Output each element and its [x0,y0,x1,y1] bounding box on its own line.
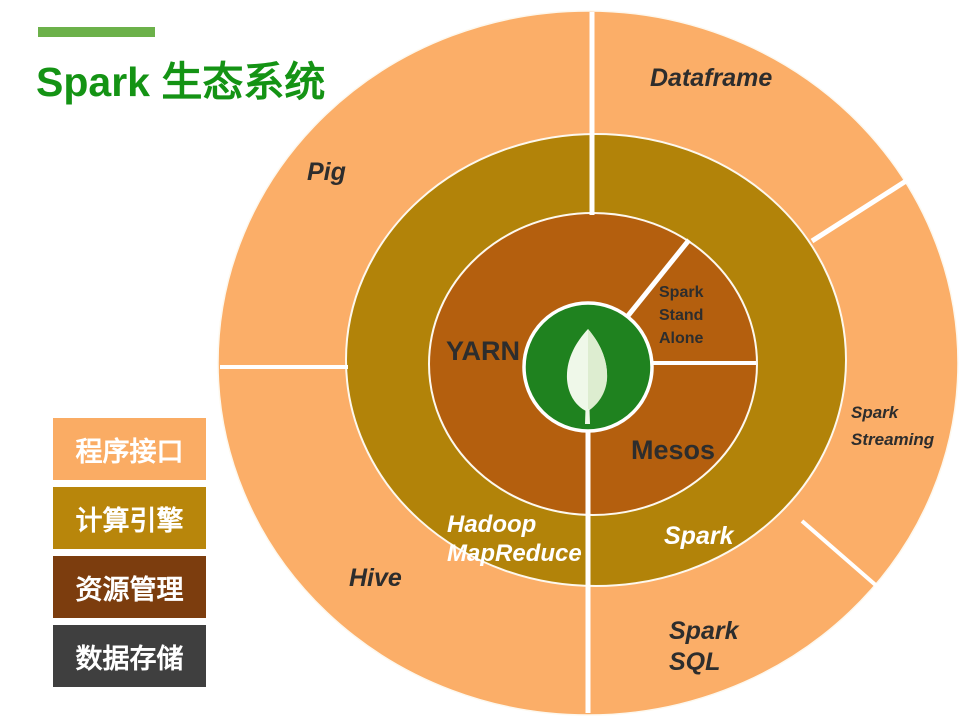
label-spark-stand-alone: Spark Stand Alone [659,284,704,348]
label-pig: Pig [307,158,346,186]
divider-outer-upper-right [810,178,908,244]
accent-bar [38,27,155,37]
divider-inner-diagonal [625,238,691,319]
legend-item-compute-engine: 计算引擎 [53,487,206,549]
leaf-icon [566,329,608,424]
legend: 程序接口 计算引擎 资源管理 数据存储 [53,418,206,694]
label-spark-sql: Spark SQL [669,617,739,677]
label-yarn: YARN [446,336,521,366]
label-mesos: Mesos [631,435,716,465]
divider-outer-lower-right [800,519,881,590]
page-title: Spark 生态系统 [36,59,326,105]
label-spark-streaming: Spark Streaming [851,403,935,450]
label-hadoop-mapreduce: Hadoop MapReduce [447,511,582,568]
label-hive: Hive [349,564,402,592]
legend-item-program-interface: 程序接口 [53,418,206,480]
legend-item-data-storage: 数据存储 [53,625,206,687]
label-spark-engine: Spark [664,522,734,550]
legend-item-resource-management: 资源管理 [53,556,206,618]
label-dataframe: Dataframe [650,64,773,92]
